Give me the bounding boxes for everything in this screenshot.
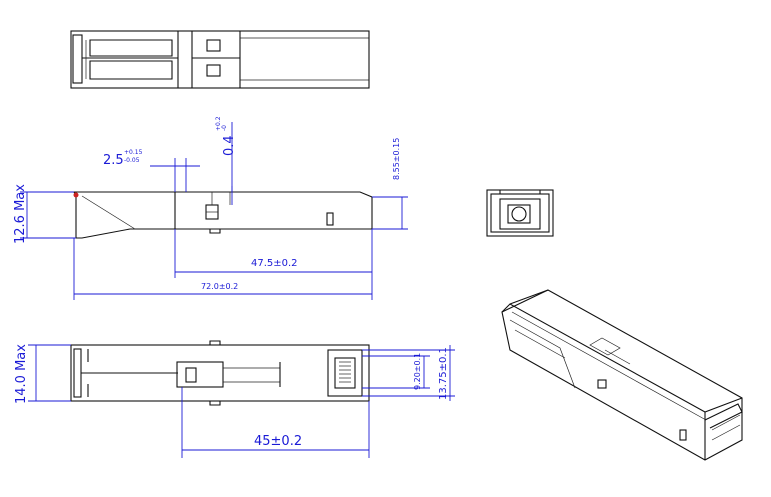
dim-port-outer: 13.75±0.1 — [438, 347, 449, 400]
dim-front-offset-lower: -0.05 — [124, 157, 140, 164]
dim-latch-height: 0.4 — [222, 135, 237, 156]
top-view — [70, 30, 370, 89]
bottom-view — [70, 340, 370, 406]
dim-height-max: 12.6 Max — [13, 184, 28, 244]
dimensions: 2.5 +0.15 -0.05 0.4 +0.2 -0 8.55±0.15 12… — [13, 116, 455, 458]
dim-latch-tol2: -0 — [221, 125, 228, 131]
isometric-view — [501, 289, 743, 461]
dim-width-max: 14.0 Max — [14, 344, 29, 404]
marker-dot — [73, 192, 79, 198]
dim-latch-rise: 8.55±0.15 — [392, 138, 401, 180]
side-view — [73, 191, 373, 239]
dim-latch-tol: +0.2 — [215, 116, 222, 131]
dim-length-total: 72.0±0.2 — [201, 282, 238, 291]
front-view — [486, 189, 554, 237]
dim-port-inner: 9.20±0.1 — [413, 353, 422, 390]
dim-front-offset: 2.5 — [103, 153, 124, 168]
dim-length-short: 47.5±0.2 — [251, 258, 298, 269]
dim-front-offset-upper: +0.15 — [124, 149, 143, 156]
dim-bottom-length: 45±0.2 — [254, 434, 302, 449]
